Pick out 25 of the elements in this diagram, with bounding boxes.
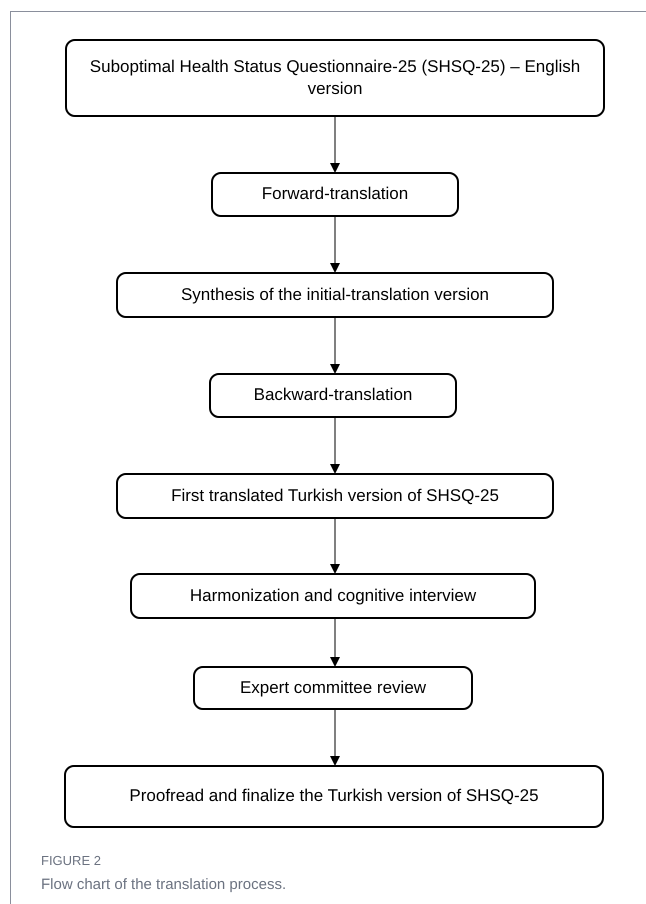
- arrow: [330, 116, 340, 173]
- box-text: Expert committee review: [240, 676, 426, 699]
- arrow: [330, 418, 340, 474]
- process-box: [130, 573, 536, 619]
- box-text: Proofread and finalize the Turkish version of SHSQ-25: [129, 785, 539, 808]
- process-box: [193, 666, 473, 710]
- box-text: First translated Turkish version of SHSQ-25: [171, 484, 499, 507]
- process-box: [65, 39, 605, 117]
- box-text: Forward-translation: [262, 183, 408, 206]
- arrow: [330, 618, 340, 667]
- caption: Flow chart of the translation process.: [41, 875, 286, 895]
- box-text: Synthesis of the initial-translation version: [180, 284, 490, 306]
- process-box: [64, 765, 604, 828]
- box-text: Suboptimal Health Status Questionnaire-25 (SHSQ-25) – English version: [88, 56, 582, 100]
- figure-number: FIGURE 2: [41, 852, 101, 870]
- arrow: [330, 518, 340, 574]
- arrow: [330, 710, 340, 766]
- arrow: [330, 216, 340, 273]
- process-box: [116, 473, 554, 519]
- process-box: [209, 373, 457, 418]
- process-box: [211, 172, 459, 217]
- box-text: Harmonization and cognitive interview: [190, 584, 476, 607]
- arrow: [330, 318, 340, 374]
- box-text: Backward-translation: [254, 384, 412, 406]
- process-box: [116, 272, 554, 318]
